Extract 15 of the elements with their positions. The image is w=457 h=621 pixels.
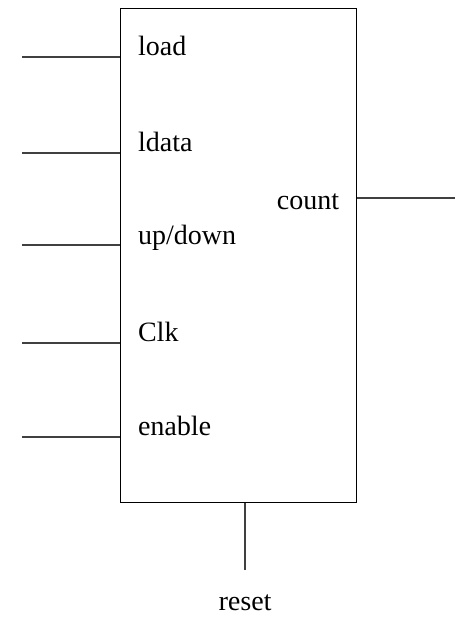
counter-block [120,8,357,503]
pin-label: Clk [138,319,178,347]
pin-label: ldata [138,129,192,157]
pin-label: up/down [138,222,236,250]
signal-line [22,244,120,246]
signal-line [22,152,120,154]
signal-line [22,342,120,344]
signal-line [22,436,120,438]
pin-label: enable [138,413,212,441]
signal-line [22,56,120,58]
signal-line [244,503,246,570]
pin-label: count [276,187,339,215]
signal-label: reset [195,588,295,620]
signal-line [357,197,455,199]
pin-label: load [138,33,186,61]
